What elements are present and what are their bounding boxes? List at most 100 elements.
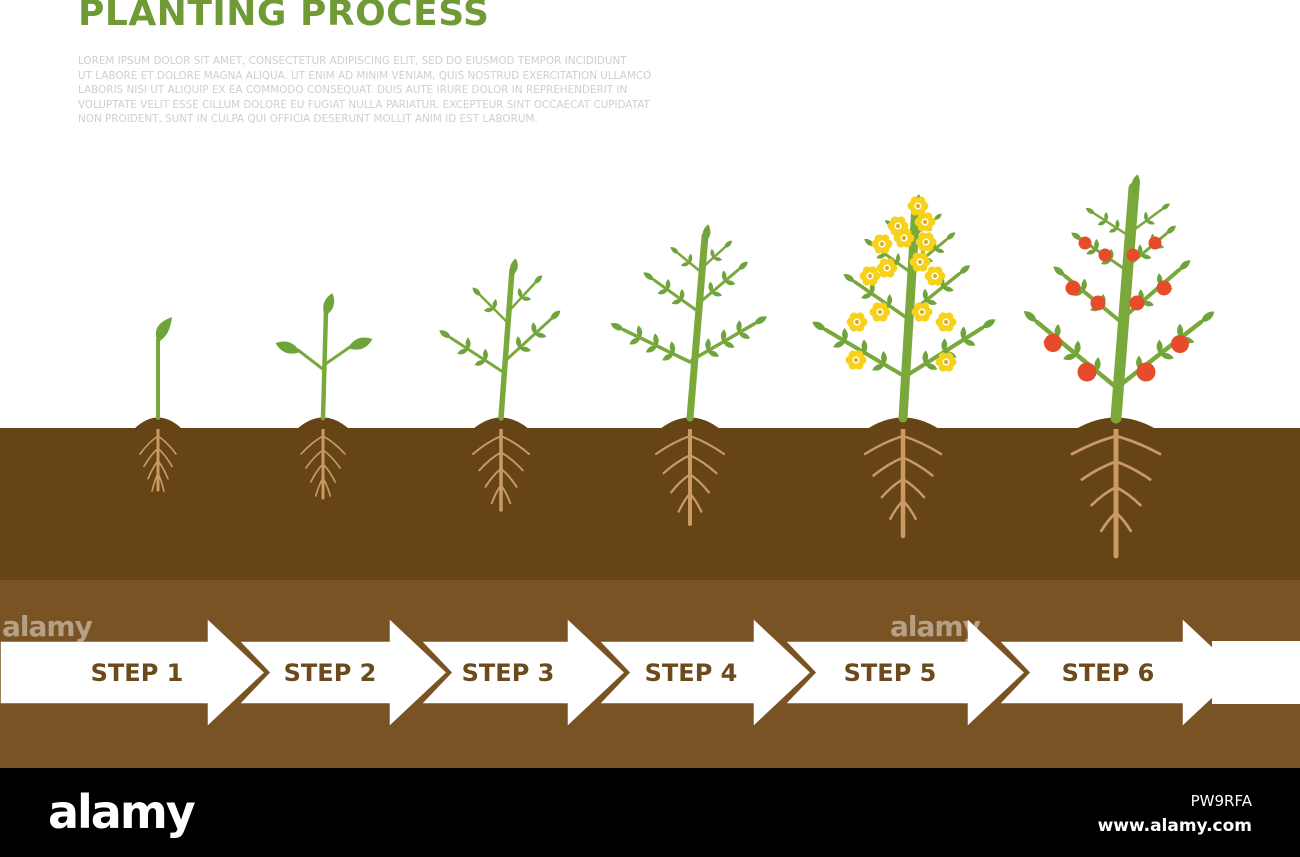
stem — [1110, 182, 1140, 424]
root — [314, 477, 324, 497]
root — [670, 473, 692, 494]
step-label-6: STEP 6 — [1061, 659, 1155, 687]
step-label-2: STEP 2 — [283, 659, 377, 687]
leaf — [1141, 300, 1155, 307]
leaf — [275, 341, 300, 354]
leaf — [864, 238, 874, 247]
stem — [498, 267, 515, 421]
leaf — [482, 348, 488, 361]
leaf — [474, 360, 486, 366]
leaf — [942, 286, 954, 292]
leaf — [492, 298, 498, 309]
root — [322, 449, 341, 469]
leaf — [1094, 357, 1101, 372]
root — [1090, 485, 1118, 507]
leaf — [708, 281, 714, 293]
stem — [502, 318, 552, 364]
flower-core — [944, 360, 948, 364]
root — [300, 435, 324, 455]
root — [1070, 434, 1118, 456]
leaf — [925, 299, 938, 306]
leaf — [982, 319, 996, 329]
leaf — [960, 326, 967, 340]
leaf — [657, 289, 668, 295]
root — [151, 472, 159, 493]
tomato-icon — [1156, 280, 1172, 296]
leaf — [1166, 225, 1176, 234]
flower-icon — [869, 302, 891, 322]
root — [500, 467, 518, 488]
tomato-icon — [1098, 248, 1112, 262]
root — [472, 435, 502, 455]
leaf — [934, 248, 945, 253]
root — [1114, 434, 1162, 456]
root — [889, 499, 905, 521]
leaf — [1023, 311, 1037, 323]
leaf — [629, 337, 641, 345]
description-line: NON PROIDENT, SUNT IN CULPA QUI OFFICIA … — [78, 113, 538, 126]
leaf — [550, 310, 561, 320]
root — [305, 449, 324, 469]
alamy-logo: alamy — [48, 785, 196, 839]
root — [688, 473, 710, 494]
leaf — [842, 327, 848, 342]
leaf — [483, 307, 494, 313]
flower-icon — [893, 228, 915, 248]
leaf — [439, 330, 451, 339]
leaf — [895, 253, 901, 264]
root — [157, 447, 173, 468]
leaf — [1143, 211, 1148, 221]
flower-core — [924, 240, 928, 244]
step-arrow-1 — [0, 616, 267, 729]
leaf — [922, 288, 928, 301]
leaf — [517, 288, 523, 298]
flower-core — [916, 204, 920, 208]
flower-icon — [907, 196, 929, 216]
tomato-icon — [1126, 248, 1140, 262]
description-text: LOREM IPSUM DOLOR SIT AMET, CONSECTETUR … — [78, 54, 778, 127]
leaf — [519, 346, 531, 352]
stem — [652, 278, 698, 312]
tomato-icon — [1148, 236, 1162, 250]
leaf — [323, 293, 335, 316]
step-label-1: STEP 1 — [90, 659, 184, 687]
root — [901, 456, 934, 477]
root — [322, 435, 346, 455]
step-arrow-3 — [419, 616, 627, 729]
root — [490, 484, 502, 505]
leaf — [1063, 353, 1077, 361]
root — [1099, 511, 1118, 533]
soil-layer — [0, 428, 1300, 580]
root — [157, 435, 177, 455]
leaf — [521, 296, 532, 301]
leaf — [922, 350, 929, 364]
step-arrow-2 — [237, 616, 449, 729]
leaf — [636, 325, 643, 338]
root — [139, 435, 159, 455]
flower-icon — [924, 266, 946, 286]
leaf — [724, 280, 736, 286]
flower-icon — [859, 266, 881, 286]
stem — [1093, 212, 1131, 238]
image-id: PW9RFA — [1190, 792, 1252, 810]
leaf — [812, 321, 826, 331]
flower-core — [933, 274, 937, 278]
leaf — [713, 256, 723, 262]
stem — [696, 268, 740, 306]
leaf — [680, 262, 690, 267]
leaf — [925, 363, 938, 370]
flower-icon — [911, 302, 933, 322]
leaf — [1094, 238, 1099, 250]
stem — [449, 336, 505, 374]
leaf — [959, 265, 970, 275]
watermark: alamy — [2, 610, 93, 643]
step-arrow-tail — [1212, 641, 1300, 704]
flower-icon — [935, 352, 957, 372]
root — [688, 434, 726, 456]
root — [1114, 485, 1142, 507]
step-label-4: STEP 4 — [644, 659, 738, 687]
footer-bar: alamy PW9RFA www.alamy.com — [0, 768, 1300, 857]
leaf — [665, 278, 671, 290]
leaf — [861, 293, 873, 299]
leaf — [688, 253, 693, 263]
